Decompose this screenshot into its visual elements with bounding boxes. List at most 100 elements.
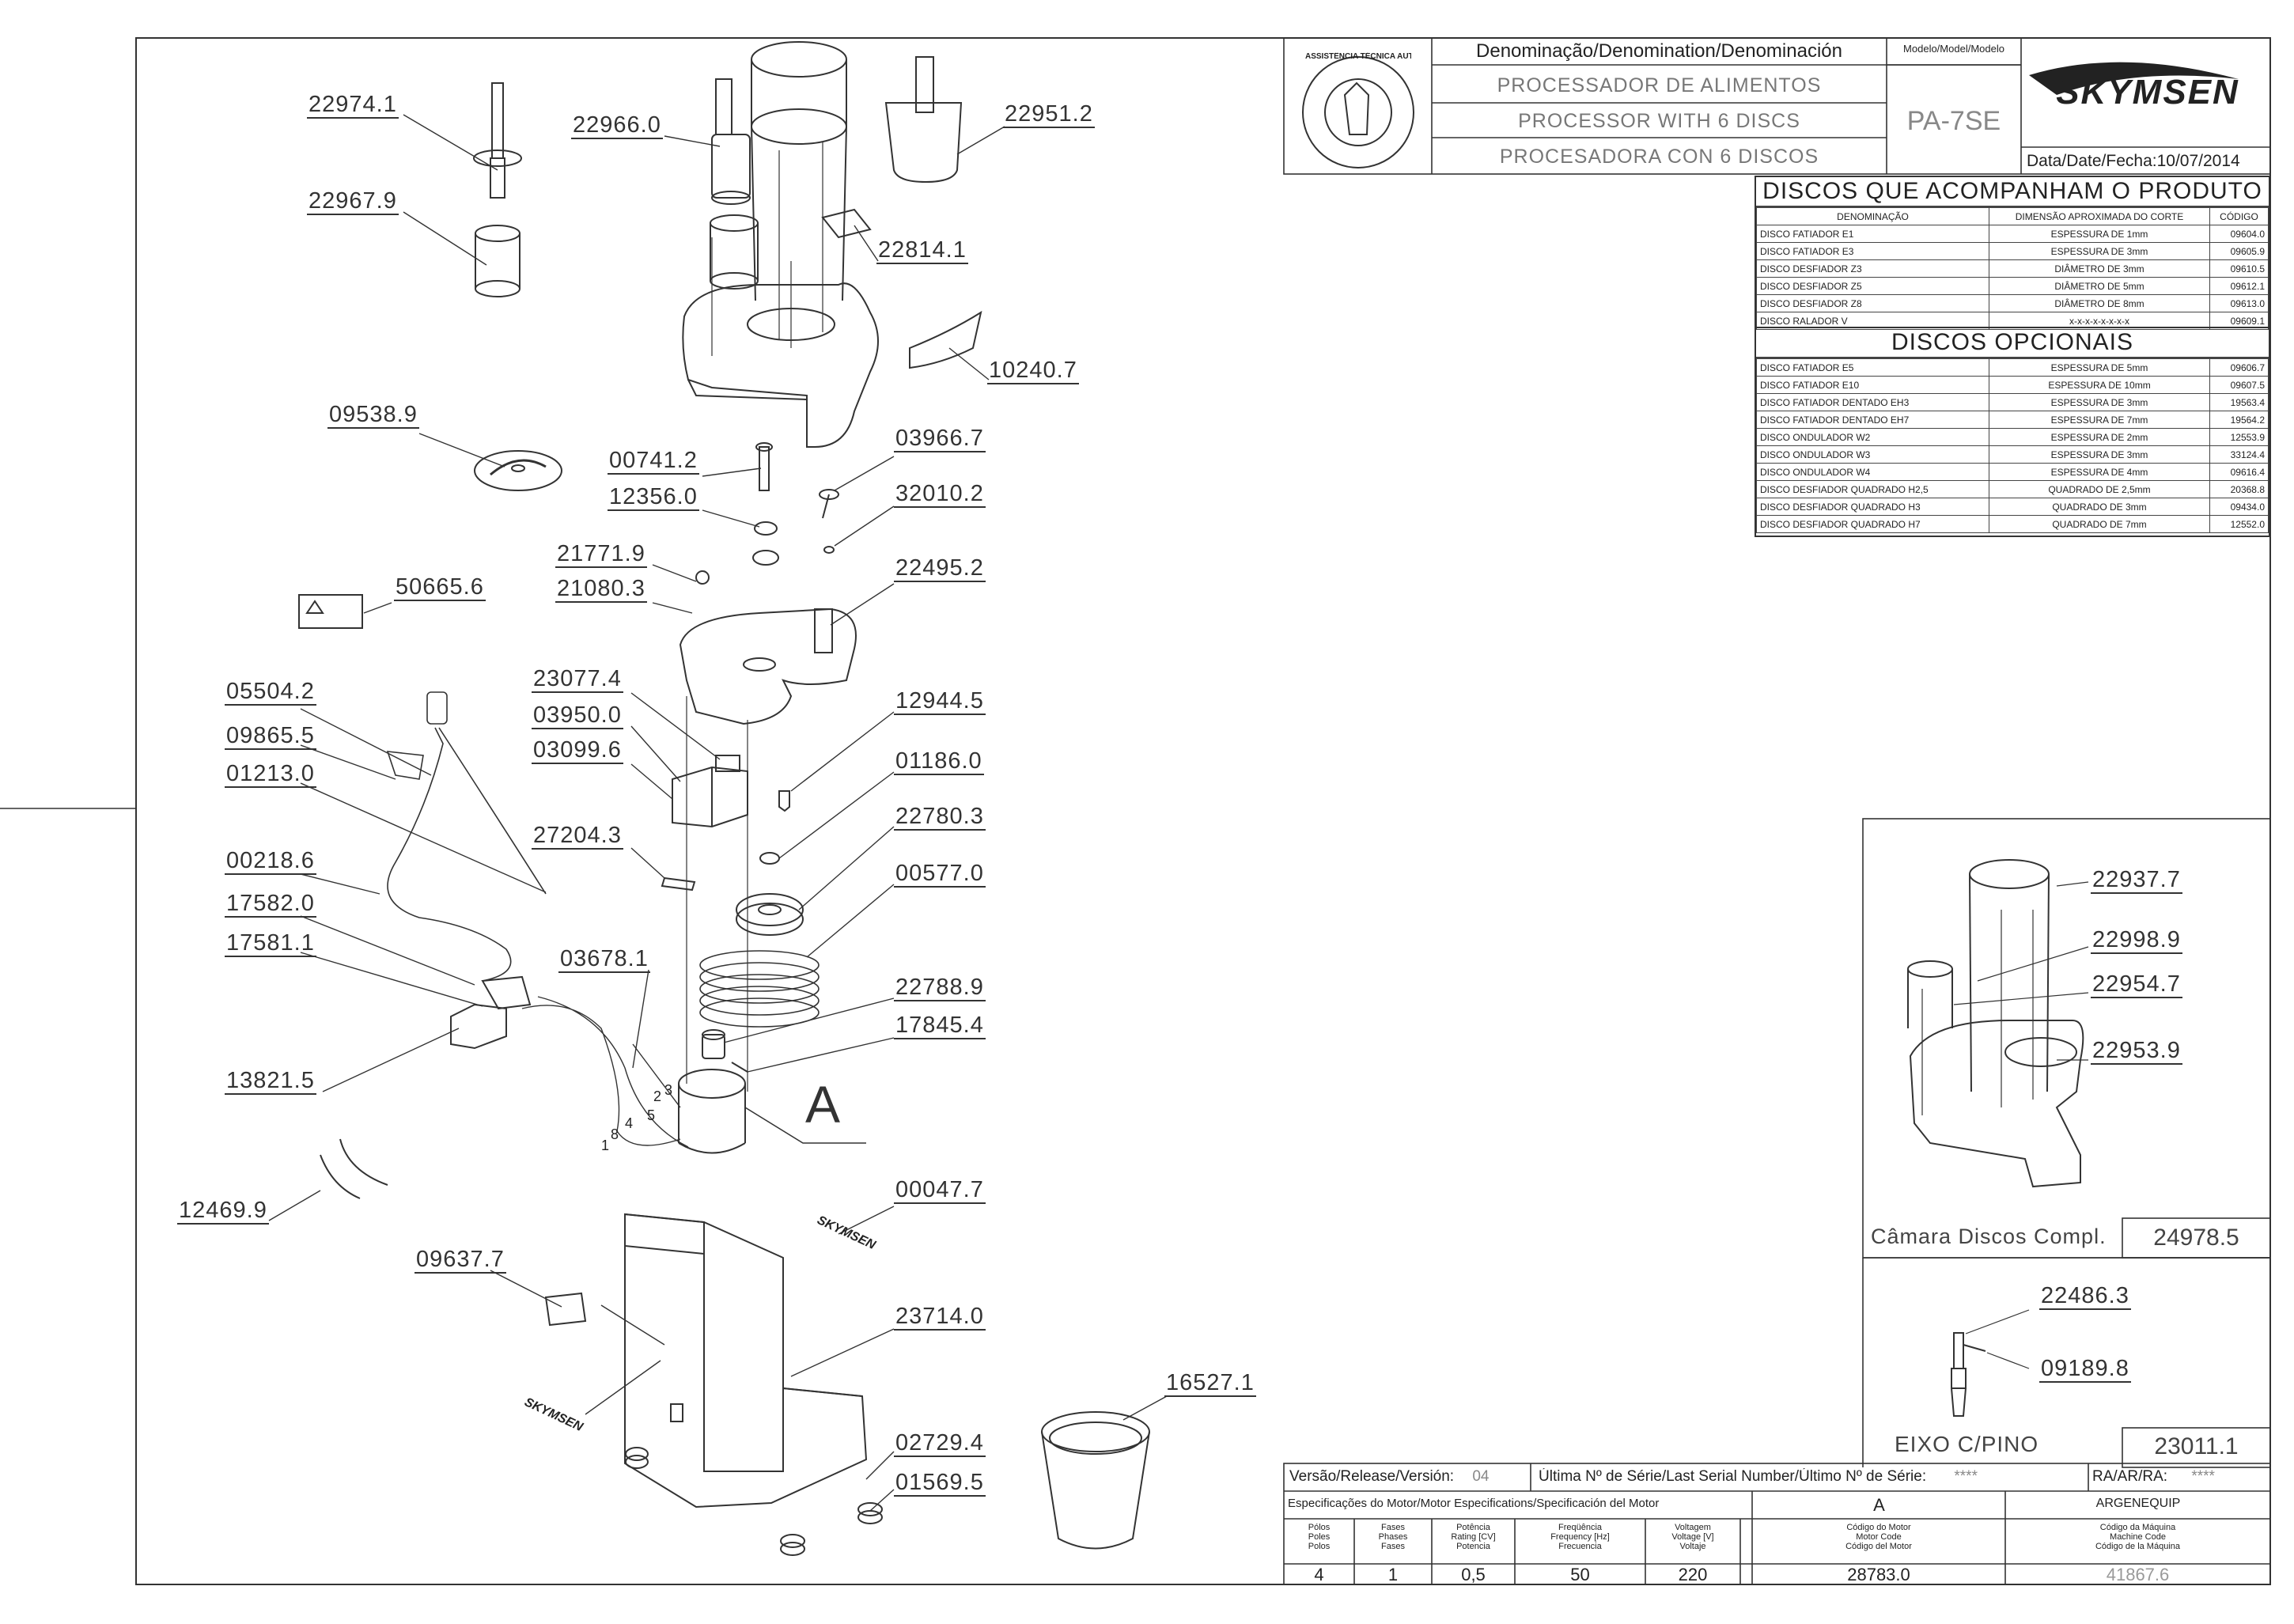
spec-value-poles: 4 <box>1314 1565 1324 1584</box>
part-label: 17845.4 <box>894 1013 986 1039</box>
spec-value-phases: 1 <box>1387 1565 1399 1584</box>
seal-graphic <box>1302 56 1414 168</box>
part-label: 22486.3 <box>2039 1283 2131 1310</box>
pulley-22780 <box>736 893 804 936</box>
motor-mark: A <box>805 1075 841 1134</box>
part-label: 02729.4 <box>894 1430 986 1457</box>
cell: DISCO FATIADOR DENTADO EH7 <box>1756 411 1989 429</box>
shaft-assembly <box>752 442 839 566</box>
cell: DIÂMETRO DE 5mm <box>1989 277 2210 295</box>
cell: ESPESSURA DE 3mm <box>1989 445 2210 464</box>
discs-included-title: DISCOS QUE ACOMPANHAM O PRODUTO <box>1756 177 2269 207</box>
cell: DISCO FATIADOR E10 <box>1756 376 1989 394</box>
ra-label: RA/AR/RA: **** <box>2092 1468 2268 1489</box>
motor-letter: A <box>1873 1495 1885 1515</box>
cell: ESPESSURA DE 3mm <box>1989 393 2210 411</box>
cell: DIÂMETRO DE 8mm <box>1989 294 2210 312</box>
cell: ESPESSURA DE 10mm <box>1989 376 2210 394</box>
inset-chamber-code: 24978.5 <box>2153 1225 2239 1251</box>
part-label: 23077.4 <box>532 666 623 693</box>
cell: QUADRADO DE 3mm <box>1989 498 2210 516</box>
model-value: PA-7SE <box>1906 106 2001 136</box>
spec-header-poles: Pólos Poles Polos <box>1308 1523 1331 1551</box>
part-label: 03678.1 <box>558 946 650 973</box>
part-label: 00218.6 <box>225 848 316 875</box>
plate-22814 <box>821 208 872 239</box>
cell: 09607.5 <box>2209 376 2269 394</box>
motor-spec-label: Especificações do Motor/Motor Especifica… <box>1288 1497 1660 1510</box>
wire-number: 3 <box>664 1082 673 1098</box>
cell: ESPESSURA DE 2mm <box>1989 428 2210 446</box>
pusher-22951 <box>884 56 963 184</box>
spec-header-frequency: Freqüência Frequency [Hz] Frecuencia <box>1550 1523 1610 1551</box>
cell: ESPESSURA DE 1mm <box>1989 225 2210 243</box>
date-value: 10/07/2014 <box>2156 152 2240 170</box>
part-label: 05504.2 <box>225 679 316 706</box>
cell: DISCO FATIADOR E3 <box>1756 242 1989 260</box>
part-label: 22780.3 <box>894 804 986 831</box>
part-label: 00047.7 <box>894 1177 986 1204</box>
cell: 09613.0 <box>2209 294 2269 312</box>
part-label: 00577.0 <box>894 861 986 888</box>
part-label: 01213.0 <box>225 761 316 788</box>
motor-wires <box>521 996 689 1148</box>
part-label: 17582.0 <box>225 891 316 918</box>
version-value: 04 <box>1472 1468 1490 1485</box>
inset-chamber-drawing <box>1907 859 2089 1188</box>
cell: ESPESSURA DE 3mm <box>1989 242 2210 260</box>
part-label: 22974.1 <box>307 92 399 119</box>
date-label-text: Data/Date/Fecha: <box>2027 152 2157 170</box>
cell: 33124.4 <box>2209 445 2269 464</box>
part-label: 01186.0 <box>894 748 984 775</box>
part-label: 00741.2 <box>608 448 699 475</box>
inset-shaft-label: EIXO C/PINO <box>1895 1432 2039 1456</box>
part-label: 12469.9 <box>177 1198 269 1225</box>
switch-13821 <box>450 975 532 1050</box>
cell: DISCO DESFIADOR QUADRADO H3 <box>1756 498 1989 516</box>
part-label: 13821.5 <box>225 1068 316 1095</box>
part-label: 12944.5 <box>894 688 986 715</box>
spec-value-rating: 0,5 <box>1461 1565 1486 1584</box>
cell: DISCO FATIADOR DENTADO EH3 <box>1756 393 1989 411</box>
spec-value-frequency: 50 <box>1570 1565 1590 1584</box>
spec-header-machine-code: Código da Máquina Machine Code Código de… <box>2095 1523 2181 1551</box>
table-header-row: DENOMINAÇÃO DIMENSÃO APROXIMADA DO CORTE… <box>1756 207 2269 225</box>
bowl-16527 <box>1041 1411 1150 1550</box>
spec-header-rating: Potência Rating [CV] Potencia <box>1451 1523 1496 1551</box>
cell: DISCO FATIADOR E1 <box>1756 225 1989 243</box>
cell: 09612.1 <box>2209 277 2269 295</box>
base-plate-22495 <box>679 570 857 725</box>
serial-label: Última Nº de Série/Last Serial Number/Úl… <box>1539 1468 2084 1489</box>
cell: DISCO DESFIADOR QUADRADO H2,5 <box>1756 480 1989 498</box>
part-label: 17581.1 <box>225 930 316 957</box>
cell: DIÂMETRO DE 3mm <box>1989 259 2210 278</box>
cell: 12553.9 <box>2209 428 2269 446</box>
serial-label-text: Última Nº de Série/Last Serial Number/Úl… <box>1539 1468 1927 1485</box>
spec-value-machine-code: 41867.6 <box>2106 1565 2170 1584</box>
part-label: 03099.6 <box>532 737 623 764</box>
washer-01186 <box>759 852 780 865</box>
spec-header-phases: Fases Phases Fases <box>1378 1523 1408 1551</box>
cell: DISCO DESFIADOR QUADRADO H7 <box>1756 515 1989 533</box>
name-es: PROCESADORA CON 6 DISCOS <box>1499 146 1819 168</box>
leader-lines <box>268 114 1168 1512</box>
screw-12944 <box>778 790 790 812</box>
part-label: 22998.9 <box>2091 927 2182 954</box>
wire-number: 5 <box>647 1107 656 1123</box>
cell: QUADRADO DE 7mm <box>1989 515 2210 533</box>
part-label: 03950.0 <box>532 702 623 729</box>
cell: 20368.8 <box>2209 480 2269 498</box>
bracket-23077 <box>672 755 748 828</box>
spec-value-motor-code: 28783.0 <box>1847 1565 1910 1584</box>
